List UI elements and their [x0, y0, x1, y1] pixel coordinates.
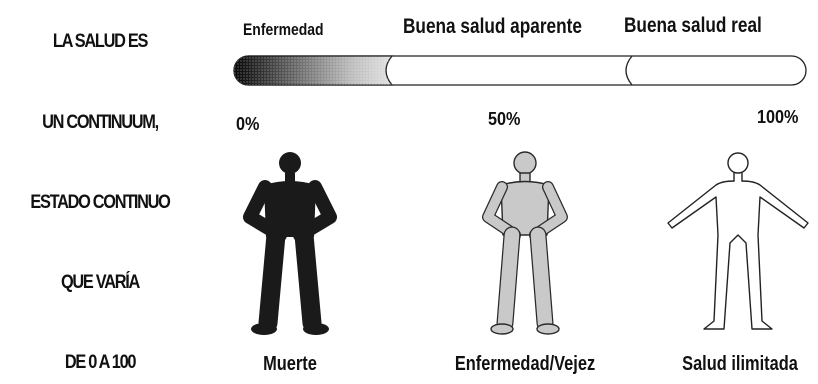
label-buena-salud-real: Buena salud real: [624, 14, 762, 37]
percent-0: 0%: [236, 114, 260, 134]
label-buena-salud-aparente: Buena salud aparente: [403, 15, 582, 38]
figure-muerte: [243, 152, 337, 335]
figure-enfermedad-vejez: [482, 151, 568, 335]
caption-salud-ilimitada: Salud ilimitada: [682, 353, 798, 375]
phrase-estado-continuo: ESTADO CONTINUO: [30, 192, 171, 213]
percent-50: 50%: [488, 109, 521, 129]
phrase-la-salud-es: LA SALUD ES: [52, 31, 148, 52]
percent-100: 100%: [757, 107, 799, 127]
caption-muerte: Muerte: [263, 353, 317, 375]
phrase-de-0-a-100: DE 0 A 100: [64, 352, 137, 373]
bar-divider: [625, 55, 633, 86]
caption-enfermedad-vejez: Enfermedad/Vejez: [454, 353, 596, 375]
phrase-que-varia: QUE VARÍA: [61, 272, 140, 293]
label-enfermedad: Enfermedad: [243, 20, 324, 39]
figure-salud-ilimitada: [667, 152, 809, 330]
phrase-un-continuum: UN CONTINUUM,: [42, 112, 159, 133]
